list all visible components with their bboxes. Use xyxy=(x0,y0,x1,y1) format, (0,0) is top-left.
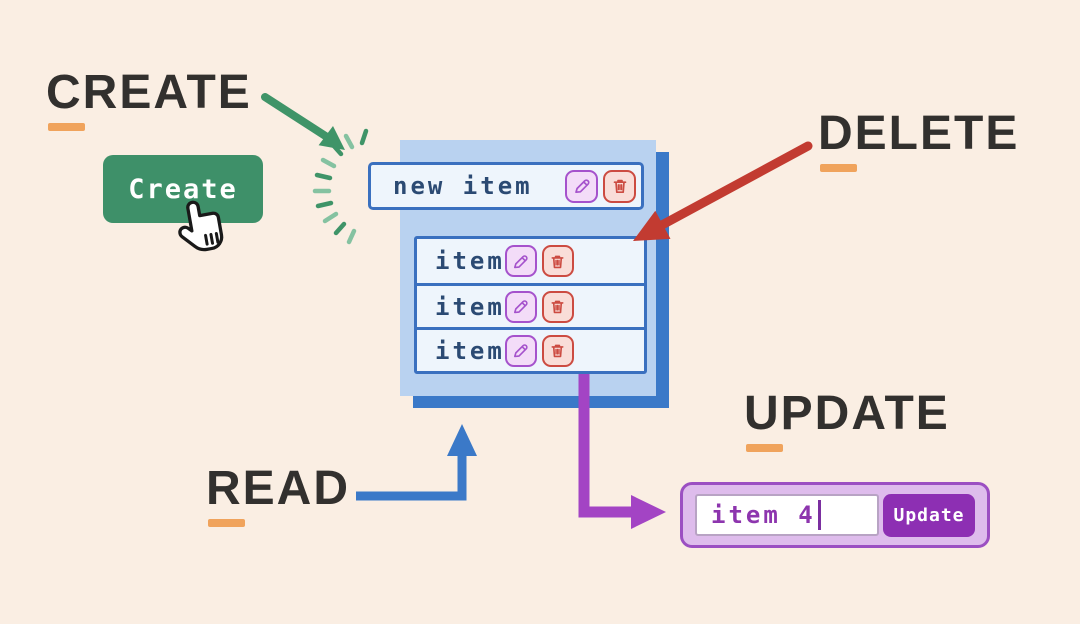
item-label: item xyxy=(435,247,505,275)
trash-icon xyxy=(551,255,564,268)
sparkle-burst xyxy=(312,128,369,245)
items-list: item item xyxy=(414,236,647,374)
accent-underline xyxy=(820,164,857,172)
item-row: item xyxy=(417,283,644,327)
pencil-icon xyxy=(514,344,528,358)
update-input[interactable]: item 4 xyxy=(695,494,879,536)
delete-item-button[interactable] xyxy=(541,245,574,277)
update-button-label: Update xyxy=(893,504,965,526)
delete-item-button[interactable] xyxy=(603,169,636,203)
read-heading-text: READ xyxy=(206,462,351,515)
edit-item-button[interactable] xyxy=(504,290,537,323)
delete-arrow xyxy=(633,141,813,241)
edit-item-button[interactable] xyxy=(504,245,537,277)
item-label: item xyxy=(435,336,505,365)
edit-item-button[interactable] xyxy=(504,334,537,367)
trash-icon xyxy=(613,179,626,194)
update-input-value: item 4 xyxy=(711,501,816,529)
delete-item-button[interactable] xyxy=(541,290,574,323)
create-button[interactable]: Create xyxy=(103,155,263,223)
item-row: item xyxy=(417,239,644,283)
delete-heading-text: DELETE xyxy=(818,107,1020,160)
new-item-label: new item xyxy=(393,172,533,200)
item-label: item xyxy=(435,292,505,321)
create-heading: CREATE xyxy=(46,66,252,131)
accent-underline xyxy=(746,444,783,452)
delete-item-button[interactable] xyxy=(541,334,574,367)
trash-icon xyxy=(551,344,564,358)
delete-heading: DELETE xyxy=(818,107,1020,172)
read-heading: READ xyxy=(206,462,351,527)
accent-underline xyxy=(48,123,85,131)
create-arrow xyxy=(261,93,345,150)
read-arrow xyxy=(356,424,477,501)
pencil-icon xyxy=(514,300,528,314)
accent-underline xyxy=(208,519,245,527)
update-heading-text: UPDATE xyxy=(744,387,950,440)
hand-pointer-icon xyxy=(178,200,224,252)
trash-icon xyxy=(551,300,564,314)
update-arrow xyxy=(578,374,666,529)
text-cursor xyxy=(817,500,822,530)
create-heading-text: CREATE xyxy=(46,66,252,119)
item-row: item xyxy=(417,327,644,371)
pencil-icon xyxy=(574,179,590,194)
create-button-label: Create xyxy=(128,173,238,205)
update-button[interactable]: Update xyxy=(883,493,975,537)
update-widget: item 4 Update xyxy=(680,482,990,548)
edit-item-button[interactable] xyxy=(565,169,598,203)
new-item-row: new item xyxy=(368,162,644,210)
pencil-icon xyxy=(514,254,528,268)
update-heading: UPDATE xyxy=(744,387,950,452)
